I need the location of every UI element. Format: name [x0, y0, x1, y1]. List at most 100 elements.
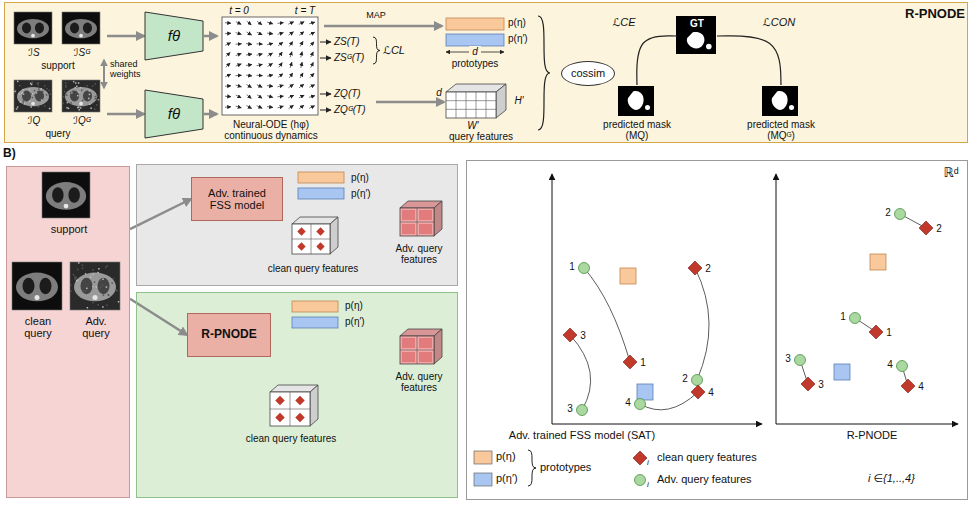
predicted-mask: predicted mask (MQᴳ) — [741, 85, 821, 143]
feature-diamond — [297, 227, 305, 235]
vector-field-arrow — [226, 63, 230, 67]
text-slot: support — [9, 60, 107, 71]
node-text: query features — [431, 131, 531, 142]
ct-frame — [14, 80, 52, 112]
ct-noise — [19, 85, 21, 87]
ct-body — [17, 19, 49, 38]
annotation-label: prototypes — [440, 58, 510, 69]
ct-noise — [77, 269, 79, 271]
vector-field-arrow — [257, 75, 263, 76]
ct-lung — [40, 278, 52, 294]
ct-noise — [116, 290, 118, 292]
ct-noise — [41, 99, 43, 101]
loss-label: ℒCE — [610, 16, 638, 28]
label-slot: 3 — [578, 330, 588, 341]
node-text: t = T — [289, 5, 321, 16]
text-slot: clean query features — [253, 263, 373, 274]
label-slot: 1 — [838, 311, 848, 322]
map-arrow — [324, 25, 442, 28]
mask-blob — [706, 44, 712, 50]
label-slot: ℒCL — [383, 44, 409, 56]
feature-cell — [419, 210, 432, 220]
text-slot: t = T — [289, 5, 321, 16]
vector-field-arrow — [299, 105, 304, 109]
node-text: ℝᵈ — [937, 166, 965, 180]
vector-field-arrow — [310, 73, 314, 77]
annotation-label: 1 — [884, 327, 894, 338]
node-text: Adv. trained FSS model — [197, 187, 277, 211]
annotation-label: 1 — [567, 261, 577, 272]
ct-noise — [32, 82, 34, 84]
ct-lung — [81, 278, 93, 294]
text-slot: ℐS — [15, 47, 53, 58]
text-slot: clean query — [16, 315, 60, 339]
vector-field-arrow — [257, 85, 262, 88]
annotation-label: i — [647, 459, 655, 468]
legend-text: p(η) — [496, 450, 546, 462]
annotation-label: B) — [3, 147, 27, 160]
vector-field-arrow — [278, 106, 284, 108]
ct-noise — [66, 94, 68, 96]
mask-image — [676, 16, 716, 54]
annotation-label: ZQ(T) — [334, 88, 374, 99]
legend-slot: Adv. query features — [657, 473, 807, 485]
ct-noise — [66, 107, 68, 109]
ct-noise — [75, 82, 77, 84]
feature-diamond — [316, 227, 324, 235]
label-slot: 3 — [783, 353, 793, 364]
vector-field-arrow — [310, 42, 314, 46]
vector-field-arrow — [257, 21, 262, 24]
vector-field-arrow — [290, 62, 292, 68]
ct-lung — [22, 91, 31, 102]
cube-front — [400, 208, 434, 236]
feature-cell — [402, 224, 415, 234]
ct-noise — [31, 84, 33, 86]
ct-noise — [32, 82, 34, 84]
ct-noise — [116, 289, 118, 291]
text-slot: ℐSᴳ — [63, 47, 101, 58]
vector-field-arrow — [267, 53, 272, 56]
ct-noise — [36, 83, 38, 85]
text-slot: Adv. query features — [381, 243, 457, 265]
ct-noise — [36, 92, 38, 94]
ct-noise — [46, 88, 48, 90]
axis — [552, 424, 762, 425]
vector-field-arrow — [288, 95, 293, 97]
vector-field-arrow — [279, 63, 282, 68]
label-slot: ZQ(T) — [334, 88, 374, 99]
annotation-label: 4 — [623, 397, 633, 408]
ct-noise — [76, 86, 78, 88]
loss-label: ℒCON — [760, 16, 798, 28]
vector-field-arrow — [257, 64, 263, 65]
label-slot: 2 — [680, 373, 690, 384]
text-slot: query — [9, 128, 107, 139]
ct-noise — [29, 100, 31, 102]
prototype-bar — [298, 188, 344, 199]
cube-front — [400, 336, 434, 364]
ct-body — [16, 273, 58, 302]
annotation-label: 4 — [916, 381, 926, 392]
node-text: R-PNODE — [201, 328, 256, 341]
ct-noise — [38, 88, 40, 90]
ct-noise — [80, 107, 82, 109]
legend-swatch — [474, 451, 492, 464]
node-text: p(η′) — [345, 316, 385, 327]
annotation-label: shared weights — [110, 60, 146, 80]
ct-noise — [98, 99, 100, 101]
bracket — [373, 37, 380, 64]
encoder-block: fθ — [144, 89, 204, 139]
vector-field-arrow — [309, 85, 314, 88]
vector-field-arrow — [226, 52, 230, 56]
ct-noise — [42, 91, 44, 93]
panel-ground — [4, 2, 968, 143]
ct-noise — [44, 105, 46, 107]
ct-noise — [92, 269, 94, 271]
ct-image — [14, 12, 52, 44]
vector-field-arrow — [267, 22, 273, 24]
node-text: ℐQᴳ — [63, 115, 101, 126]
feature-diamond — [297, 242, 305, 250]
vector-field-arrow — [267, 75, 273, 76]
flow-arrow — [204, 35, 217, 38]
ct-lung — [98, 278, 110, 294]
